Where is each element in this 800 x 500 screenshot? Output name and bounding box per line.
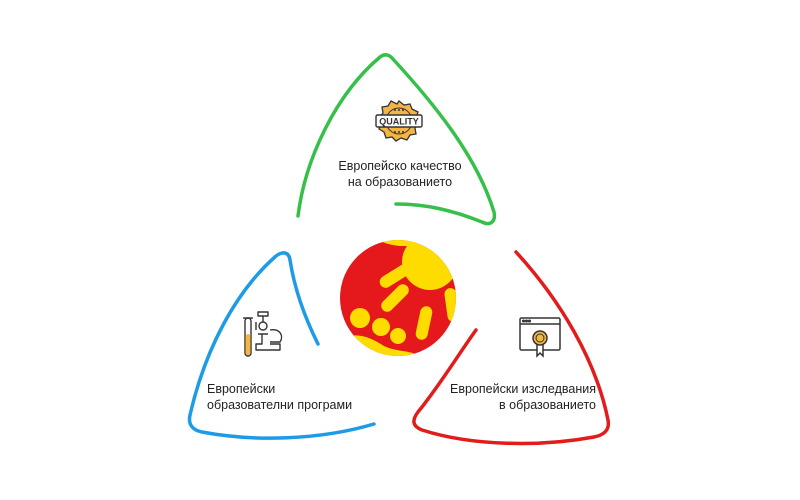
sun-logo-icon bbox=[340, 240, 456, 356]
microscope-test-tube-icon bbox=[243, 311, 283, 357]
segment-label-programs-line1: Европейски bbox=[207, 382, 276, 396]
segment-label-quality-line1: Европейско качество bbox=[338, 159, 462, 173]
svg-text:QUALITY: QUALITY bbox=[379, 117, 419, 127]
segment-label-research-line2: в образованието bbox=[499, 398, 596, 412]
segment-label-programs: Европейски образователни програми bbox=[207, 381, 377, 413]
segment-label-programs-line2: образователни програми bbox=[207, 398, 353, 412]
segment-label-quality-line2: на образованието bbox=[347, 175, 453, 189]
green-segment-outline bbox=[296, 53, 497, 226]
segment-label-research: Европейски изследвания в образованието bbox=[436, 381, 596, 413]
quality-badge-icon: QUALITY bbox=[375, 100, 423, 142]
red-segment-outline bbox=[412, 250, 611, 446]
segment-label-research-line1: Европейски изследвания bbox=[450, 382, 596, 396]
blue-segment-outline bbox=[187, 251, 376, 440]
certificate-window-icon bbox=[519, 317, 561, 358]
segment-label-quality: Европейско качество на образованието bbox=[320, 158, 480, 190]
